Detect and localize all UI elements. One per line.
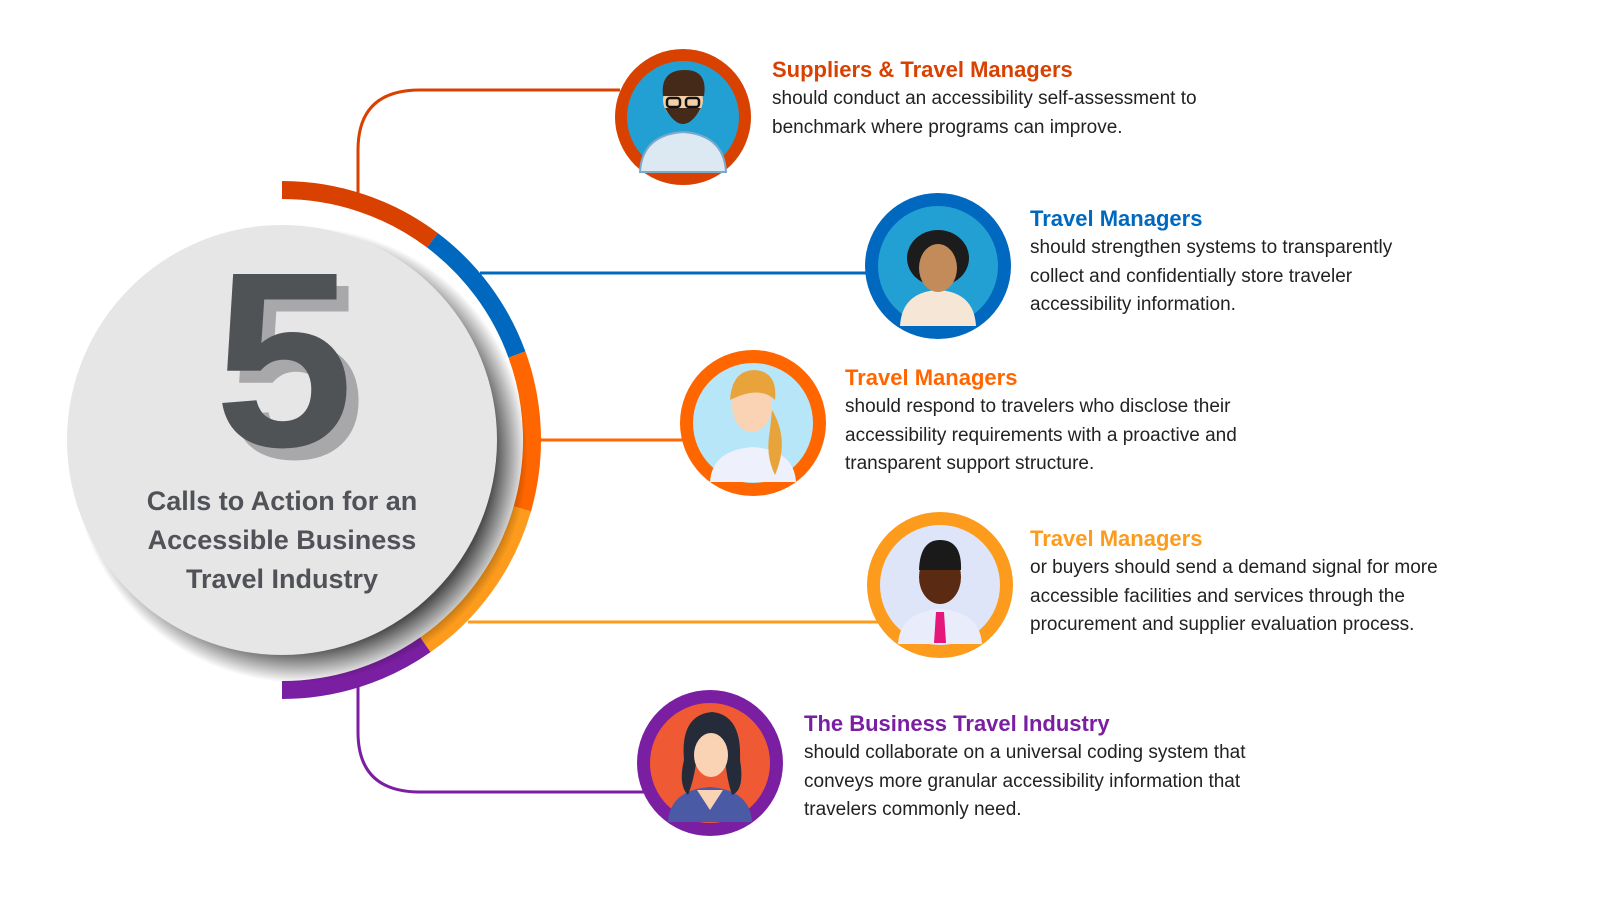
item-body: should collaborate on a universal coding… (804, 742, 1246, 820)
item-title: Travel Managers (845, 365, 1018, 390)
ring-segment-orange (508, 351, 541, 512)
man-with-tie-avatar-icon (867, 512, 1013, 658)
connector-5 (356, 685, 645, 794)
blonde-woman-avatar-icon (680, 350, 826, 496)
connector-1 (356, 88, 620, 195)
item-title: The Business Travel Industry (804, 711, 1110, 736)
item-title: Travel Managers (1030, 206, 1203, 231)
call-to-action-5: The Business Travel Industry should coll… (804, 709, 1254, 825)
item-body: should strengthen systems to transparent… (1030, 237, 1393, 315)
call-to-action-2: Travel Managers should strengthen system… (1030, 204, 1450, 320)
ring-segment-blue (426, 233, 526, 358)
woman-avatar-icon (865, 193, 1011, 339)
woman-dark-hair-avatar-icon (637, 690, 783, 836)
man-with-glasses-avatar-icon (615, 49, 751, 185)
item-body: should conduct an accessibility self-ass… (772, 88, 1197, 138)
ring-segment-red (281, 181, 438, 248)
call-to-action-4: Travel Managers or buyers should send a … (1030, 524, 1490, 640)
center-title: Calls to Action for an Accessible Busine… (146, 486, 418, 594)
item-body: should respond to travelers who disclose… (845, 396, 1237, 474)
item-title: Suppliers & Travel Managers (772, 57, 1073, 82)
call-to-action-1: Suppliers & Travel Managers should condu… (772, 55, 1232, 142)
item-title: Travel Managers (1030, 526, 1203, 551)
big-number: 5 (214, 220, 353, 499)
item-body: or buyers should send a demand signal fo… (1030, 557, 1438, 635)
center-circle (67, 225, 497, 655)
call-to-action-3: Travel Managers should respond to travel… (845, 363, 1295, 479)
